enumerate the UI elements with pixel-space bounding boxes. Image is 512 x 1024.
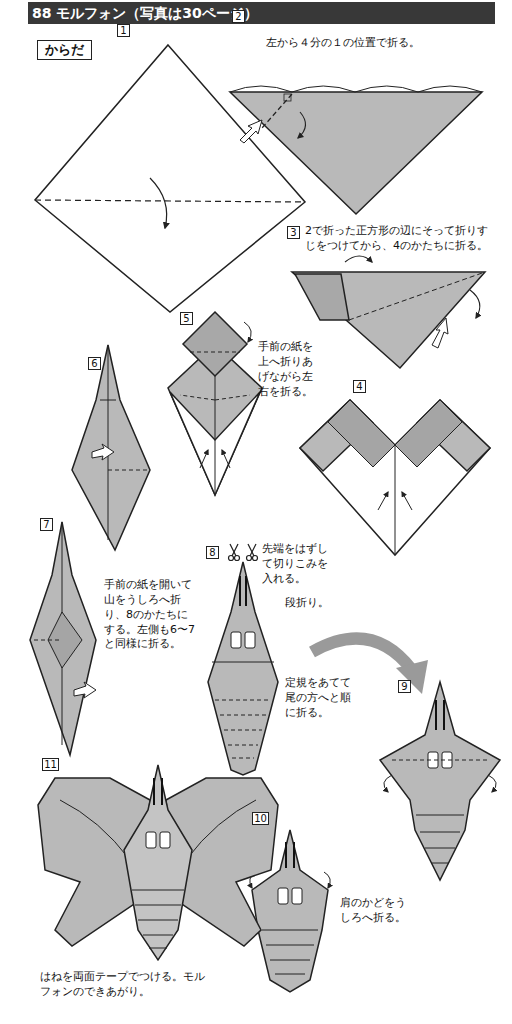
step-instruction: 段折り。	[285, 596, 345, 611]
page-title: 88 モルフォン（写真は30ページ）	[32, 4, 258, 22]
step-number: 6	[91, 358, 97, 369]
step-number: 3	[290, 227, 296, 238]
step-number-box: 11	[42, 758, 59, 771]
step-number: 2	[235, 11, 241, 22]
step-number-box: 1	[117, 24, 130, 37]
step-instruction: 2で折った正方形の辺にそって折りすじをつけてから、4のかたちに折る。	[305, 224, 497, 254]
step-instruction: 左から４分の１の位置で折る。	[266, 36, 506, 51]
step-number: 10	[254, 813, 267, 824]
step2-figure	[230, 86, 482, 214]
step4-figure	[300, 400, 490, 555]
step-instruction: 先端をはずして切りこみを入れる。	[262, 542, 334, 587]
step-number: 5	[183, 313, 189, 324]
step3-figure	[292, 256, 485, 368]
scissors-icon	[229, 544, 258, 561]
step-instruction: 定規をあてて尾の方へと順に折る。	[285, 676, 357, 721]
step11-figure	[38, 765, 278, 960]
step-number: 1	[120, 25, 126, 36]
step1-figure	[35, 45, 305, 312]
step7-figure	[30, 522, 96, 755]
step-number-box: 7	[40, 518, 53, 531]
step-number-box: 2	[232, 10, 245, 23]
section-label: からだ	[45, 41, 84, 59]
step-number-box: 9	[398, 680, 411, 693]
step-number-box: 10	[252, 812, 269, 825]
step-number-box: 6	[88, 357, 101, 370]
step-number: 8	[209, 547, 215, 558]
step-instruction: 手前の紙を上へ折りあげながら左右を折る。	[258, 340, 320, 399]
step-instruction: 手前の紙を開いて山をうしろへ折り、8のかたちにする。左側も6〜7と同様に折る。	[104, 578, 196, 652]
step5-figure	[168, 312, 262, 495]
step6-figure	[72, 345, 150, 550]
step-number-box: 3	[287, 226, 300, 239]
step9-figure	[380, 682, 500, 880]
step-number-box: 4	[353, 380, 366, 393]
step-number: 7	[43, 519, 49, 530]
final-note: はねを両面テープでつける。モルフォンのできあがり。	[40, 970, 210, 1000]
section-label-box: からだ	[37, 40, 92, 60]
step-number: 4	[356, 381, 362, 392]
step-number-box: 8	[206, 546, 219, 559]
step-number: 9	[401, 681, 407, 692]
step8-figure	[208, 562, 278, 775]
step-number-box: 5	[180, 312, 193, 325]
step-instruction: 肩のかどをうしろへ折る。	[340, 896, 410, 926]
step-number: 11	[44, 759, 57, 770]
